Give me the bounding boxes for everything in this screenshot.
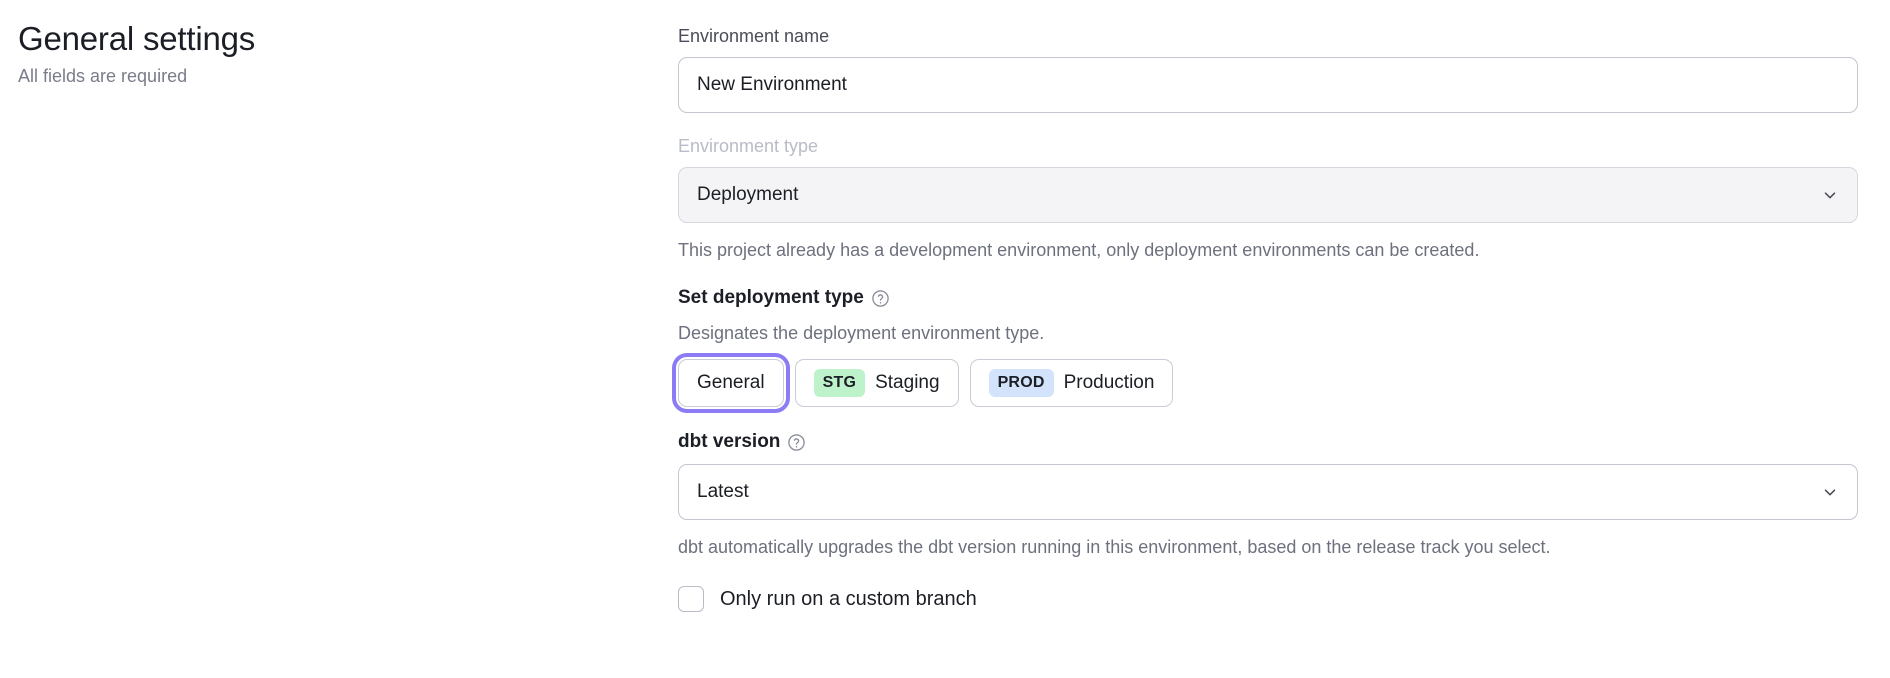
deployment-type-heading: Set deployment type xyxy=(678,287,864,308)
staging-badge: STG xyxy=(813,369,866,397)
environment-type-field: Environment type Deployment This project… xyxy=(678,134,1858,263)
custom-branch-label: Only run on a custom branch xyxy=(720,588,977,610)
deployment-type-options: General STG Staging PROD Production xyxy=(672,353,1858,413)
chevron-down-icon xyxy=(1821,186,1839,204)
dbt-version-field: dbt version Latest dbt automatically upg… xyxy=(678,429,1858,560)
chevron-down-icon xyxy=(1821,483,1839,501)
environment-name-input[interactable]: New Environment xyxy=(678,57,1858,113)
deployment-type-option-general[interactable]: General xyxy=(672,353,790,413)
deployment-type-option-general-label: General xyxy=(697,372,765,393)
dbt-version-label: dbt version xyxy=(678,431,781,452)
dbt-version-value: Latest xyxy=(697,481,749,502)
settings-form: Environment name New Environment Environ… xyxy=(672,24,1858,612)
environment-type-label: Environment type xyxy=(678,136,819,156)
page-header: General settings All fields are required xyxy=(18,18,638,89)
custom-branch-row[interactable]: Only run on a custom branch xyxy=(678,586,1858,612)
environment-name-field: Environment name New Environment xyxy=(678,24,1858,113)
deployment-type-heading-row: Set deployment type xyxy=(678,285,1858,311)
deployment-type-option-production[interactable]: PROD Production xyxy=(969,359,1174,407)
deployment-type-option-production-label: Production xyxy=(1063,372,1155,393)
deployment-type-option-staging[interactable]: STG Staging xyxy=(794,359,959,407)
help-circle-icon[interactable] xyxy=(871,289,890,308)
production-badge: PROD xyxy=(988,369,1054,397)
help-circle-icon[interactable] xyxy=(787,433,806,452)
deployment-type-description: Designates the deployment environment ty… xyxy=(678,323,1045,343)
dbt-version-select[interactable]: Latest xyxy=(678,464,1858,520)
dbt-version-label-row: dbt version xyxy=(678,429,1858,455)
dbt-version-help-text: dbt automatically upgrades the dbt versi… xyxy=(678,537,1551,557)
environment-type-select[interactable]: Deployment xyxy=(678,167,1858,223)
deployment-type-field: Set deployment type Designates the deplo… xyxy=(672,285,1858,413)
page-subtitle: All fields are required xyxy=(18,66,188,86)
environment-name-label: Environment name xyxy=(678,26,830,46)
environment-type-value: Deployment xyxy=(697,184,799,205)
environment-name-value: New Environment xyxy=(697,74,847,95)
deployment-type-option-staging-label: Staging xyxy=(875,372,940,393)
custom-branch-checkbox[interactable] xyxy=(678,586,704,612)
environment-type-help-text: This project already has a development e… xyxy=(678,240,1480,260)
page-title: General settings xyxy=(18,20,256,57)
